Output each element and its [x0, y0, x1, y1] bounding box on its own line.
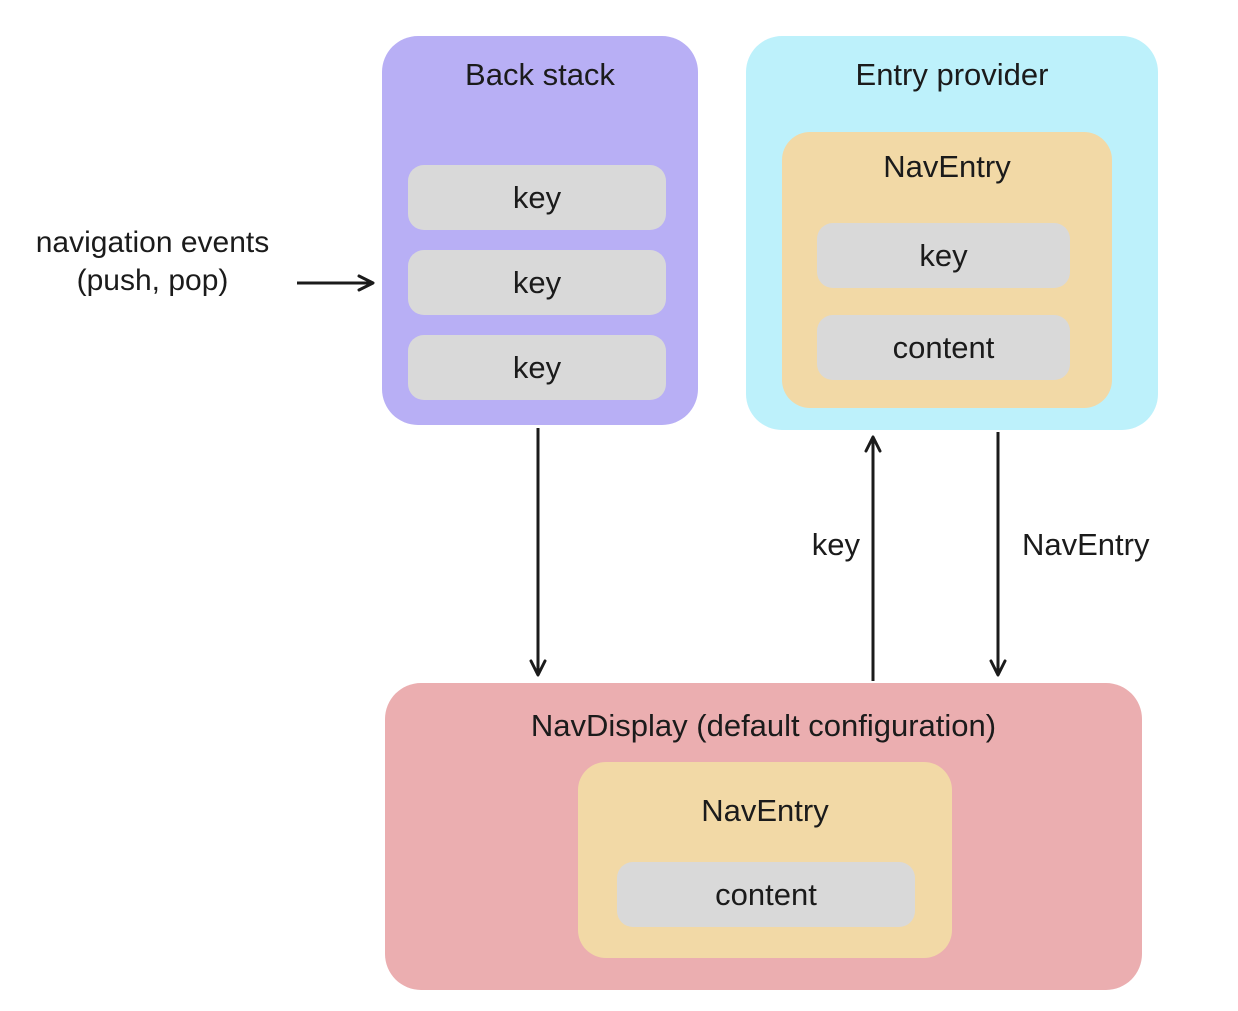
navigation-events-line1: navigation events — [35, 226, 270, 259]
nav-display-box: NavDisplay (default configuration) NavEn… — [385, 683, 1142, 990]
entry-provider-title: Entry provider — [855, 57, 1049, 92]
entry-provider-key-pill: key — [817, 223, 1070, 288]
nav-entry-arrow-label: NavEntry — [1022, 527, 1150, 562]
back-stack-key-pill: key — [408, 165, 666, 230]
entry-provider-nav-entry-box: NavEntry key content — [782, 132, 1112, 408]
nav-display-content-pill: content — [617, 862, 915, 927]
nav-display-nav-entry-title: NavEntry — [701, 793, 829, 828]
back-stack-title: Back stack — [465, 57, 615, 92]
navigation-events-line2: (push, pop) — [76, 264, 229, 297]
entry-provider-nav-entry-title: NavEntry — [883, 149, 1011, 184]
nav-display-title: NavDisplay (default configuration) — [530, 708, 997, 743]
nav-display-nav-entry-box: NavEntry content — [578, 762, 952, 958]
entry-provider-content-pill: content — [817, 315, 1070, 380]
back-stack-key-pill: key — [408, 250, 666, 315]
navigation-events-label: navigation events (push, pop) — [5, 224, 300, 300]
key-arrow-label: key — [811, 527, 860, 562]
back-stack-key-pill: key — [408, 335, 666, 400]
back-stack-box: Back stack key key key — [382, 36, 698, 425]
entry-provider-box: Entry provider NavEntry key content — [746, 36, 1158, 430]
